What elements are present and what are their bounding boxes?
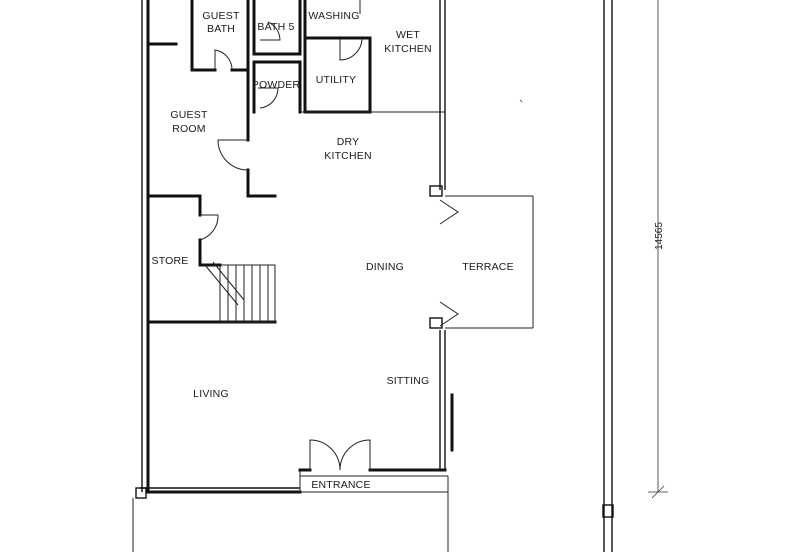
label-washing: WASHING <box>308 10 359 22</box>
label-entrance: ENTRANCE <box>311 479 370 491</box>
outer-walls <box>132 0 449 552</box>
label-terrace: TERRACE <box>462 261 514 273</box>
label-guest-bath-2: BATH <box>207 23 235 35</box>
label-sitting: SITTING <box>387 375 430 387</box>
label-guest-room-2: ROOM <box>172 123 205 135</box>
staircase <box>204 261 276 323</box>
label-powder: POWDER <box>252 79 301 91</box>
label-utility: UTILITY <box>316 74 357 86</box>
label-bath-5: BATH 5 <box>257 21 294 33</box>
service-walls <box>146 0 454 470</box>
label-wet-kitchen-2: KITCHEN <box>384 43 432 55</box>
label-dry-kitchen: DRY <box>337 136 360 148</box>
label-guest-bath: GUEST <box>202 10 240 22</box>
label-living: LIVING <box>193 388 229 400</box>
dimension-label: 14565 <box>654 222 665 250</box>
doors <box>199 21 371 471</box>
dimension-line <box>648 0 668 499</box>
label-wet-kitchen: WET <box>396 29 420 41</box>
label-guest-room: GUEST <box>170 109 208 121</box>
label-store: STORE <box>152 255 189 267</box>
label-dry-kitchen-2: KITCHEN <box>324 150 372 162</box>
room-labels: GUEST BATH BATH 5 WASHING WET KITCHEN PO… <box>152 10 514 491</box>
label-dining: DINING <box>366 261 404 273</box>
site-boundary <box>519 0 614 552</box>
terrace-outline <box>439 195 534 329</box>
